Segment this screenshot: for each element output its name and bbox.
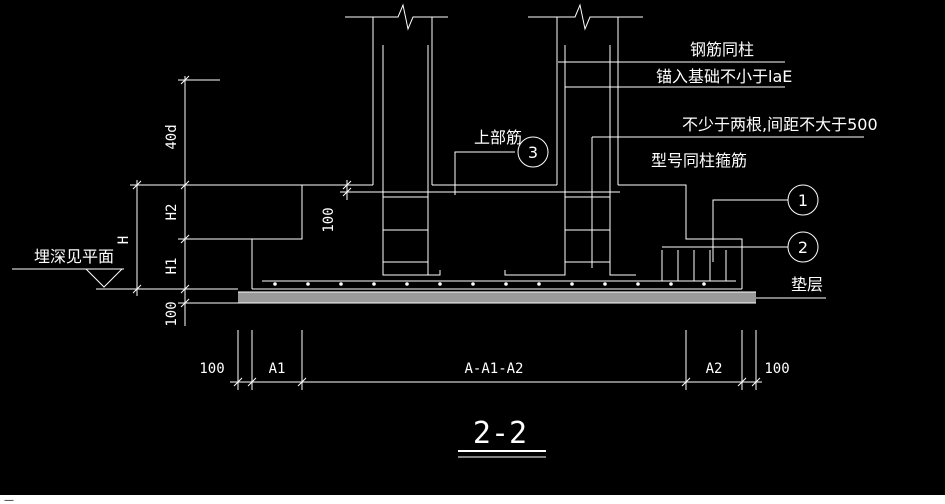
bottom-rebar-dots (273, 282, 706, 286)
dim-a2: A2 (706, 361, 723, 377)
corner-fragment: — (4, 495, 14, 504)
rebar-dot (702, 282, 706, 286)
grade-symbol (12, 268, 238, 290)
tick-2 (180, 180, 190, 190)
htick-5 (737, 377, 747, 387)
rebar-dot (537, 282, 541, 286)
column-rebars (369, 45, 636, 276)
callout-leaders (454, 61, 864, 299)
right-column-rebar-outer (504, 45, 566, 276)
rebar-dot (669, 282, 673, 286)
marker-1-circle (787, 184, 819, 216)
callout-rebar-same-as-column: 钢筋同柱 (690, 40, 754, 59)
callout-min-two-spacing: 不少于两根,间距不大于500 (682, 115, 878, 134)
footing-left-profile (251, 184, 373, 289)
leader-marker-1 (712, 199, 788, 262)
htick-4 (681, 377, 691, 387)
left-column-top-break (345, 3, 448, 31)
dim-left-100: 100 (199, 361, 224, 377)
dim-h: H (116, 236, 132, 244)
rebar-dot (405, 282, 409, 286)
dim-right-100: 100 (764, 361, 789, 377)
dim-middle: A-A1-A2 (464, 361, 523, 377)
section-title: 2-2 (473, 416, 527, 451)
rebar-dot (273, 282, 277, 286)
tick-1 (180, 75, 190, 85)
callout-cushion: 垫层 (791, 275, 823, 294)
horizontal-dimensions (230, 330, 762, 390)
rebar-dot (339, 282, 343, 286)
footing-right-profile (618, 184, 743, 289)
dim-a1: A1 (269, 361, 286, 377)
cushion-layer (238, 291, 756, 304)
tick-3 (180, 234, 190, 244)
rebar-dot (603, 282, 607, 286)
dim-100-cover: 100 (321, 207, 337, 232)
htick-6 (751, 377, 761, 387)
leader-top-rebar (454, 151, 515, 195)
cushion-fill (238, 292, 756, 303)
htick-2 (247, 377, 257, 387)
rebar-dot (438, 282, 442, 286)
dim-40d: 40d (164, 124, 180, 149)
htick-3 (297, 377, 307, 387)
dim-h2: H2 (164, 204, 180, 221)
bottom-rebars (262, 250, 736, 286)
rebar-dot (372, 282, 376, 286)
rebar-dot (504, 282, 508, 286)
right-column-top-break (528, 3, 643, 31)
dim-h1: H1 (164, 258, 180, 275)
cover-tick-1 (342, 180, 352, 190)
marker-3-label: 3 (528, 143, 538, 162)
marker-2-label: 2 (798, 238, 808, 257)
left-column-rebar-outer (382, 45, 441, 276)
grade-triangle (85, 268, 123, 288)
dim-100-bottom: 100 (164, 301, 180, 326)
burial-depth-label: 埋深见平面 (34, 247, 114, 266)
vertical-dimensions (130, 75, 369, 326)
tick-4 (180, 284, 190, 294)
rebar-dot (636, 282, 640, 286)
rebar-dot (471, 282, 475, 286)
tick-h-top (132, 180, 142, 190)
rebar-dot (306, 282, 310, 286)
tick-5 (180, 298, 190, 308)
callout-type-same-as-stirrup: 型号同柱箍筋 (651, 151, 747, 170)
tick-h-bottom (132, 284, 142, 294)
marker-1-label: 1 (798, 191, 808, 210)
htick-1 (233, 377, 243, 387)
foundation-outline (251, 3, 743, 290)
callout-top-rebar: 上部筋 (474, 128, 522, 147)
bottom-strip (0, 495, 945, 504)
rebar-dot (570, 282, 574, 286)
marker-3-circle (517, 136, 549, 168)
marker-2-circle (787, 231, 819, 263)
right-column-rebar-inner (609, 45, 636, 276)
callout-anchor-into-foundation: 锚入基础不小于laE (656, 67, 792, 86)
